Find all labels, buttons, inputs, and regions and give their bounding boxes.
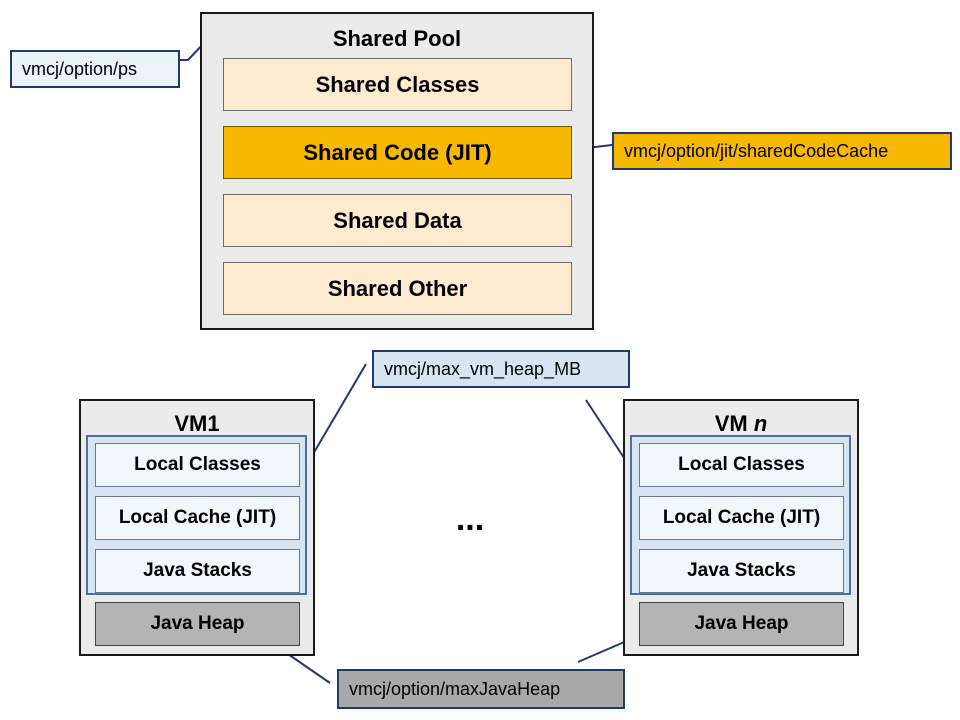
vmn-title-prefix: VM bbox=[714, 411, 754, 436]
callout-max-java-heap: vmcj/option/maxJavaHeap bbox=[337, 669, 625, 709]
vmn-java-heap-box: Java Heap bbox=[639, 602, 844, 646]
vm1-local-cache-box: Local Cache (JIT) bbox=[95, 496, 300, 540]
shared-pool-title: Shared Pool bbox=[332, 26, 462, 51]
vmn-title: VM n bbox=[625, 411, 857, 437]
vm1-java-heap-box: Java Heap bbox=[95, 602, 300, 646]
vmn-title-suffix: n bbox=[753, 411, 768, 436]
vmn-local-classes-box: Local Classes bbox=[639, 443, 844, 487]
connector-heap-mb-vm1 bbox=[305, 363, 367, 467]
vm1-local-classes-box: Local Classes bbox=[95, 443, 300, 487]
callout-max-vm-heap: vmcj/max_vm_heap_MB bbox=[372, 350, 630, 388]
vmn-local-cache-box: Local Cache (JIT) bbox=[639, 496, 844, 540]
shared-code-jit-box: Shared Code (JIT) bbox=[223, 126, 572, 179]
vm1-java-stacks-box: Java Stacks bbox=[95, 549, 300, 593]
vmn-java-stacks-box: Java Stacks bbox=[639, 549, 844, 593]
ellipsis: ... bbox=[455, 500, 485, 538]
shared-other-box: Shared Other bbox=[223, 262, 572, 315]
callout-shared-code-cache: vmcj/option/jit/sharedCodeCache bbox=[612, 132, 952, 170]
shared-data-box: Shared Data bbox=[223, 194, 572, 247]
shared-classes-box: Shared Classes bbox=[223, 58, 572, 111]
vm1-title: VM1 bbox=[174, 411, 220, 436]
callout-ps: vmcj/option/ps bbox=[10, 50, 180, 88]
